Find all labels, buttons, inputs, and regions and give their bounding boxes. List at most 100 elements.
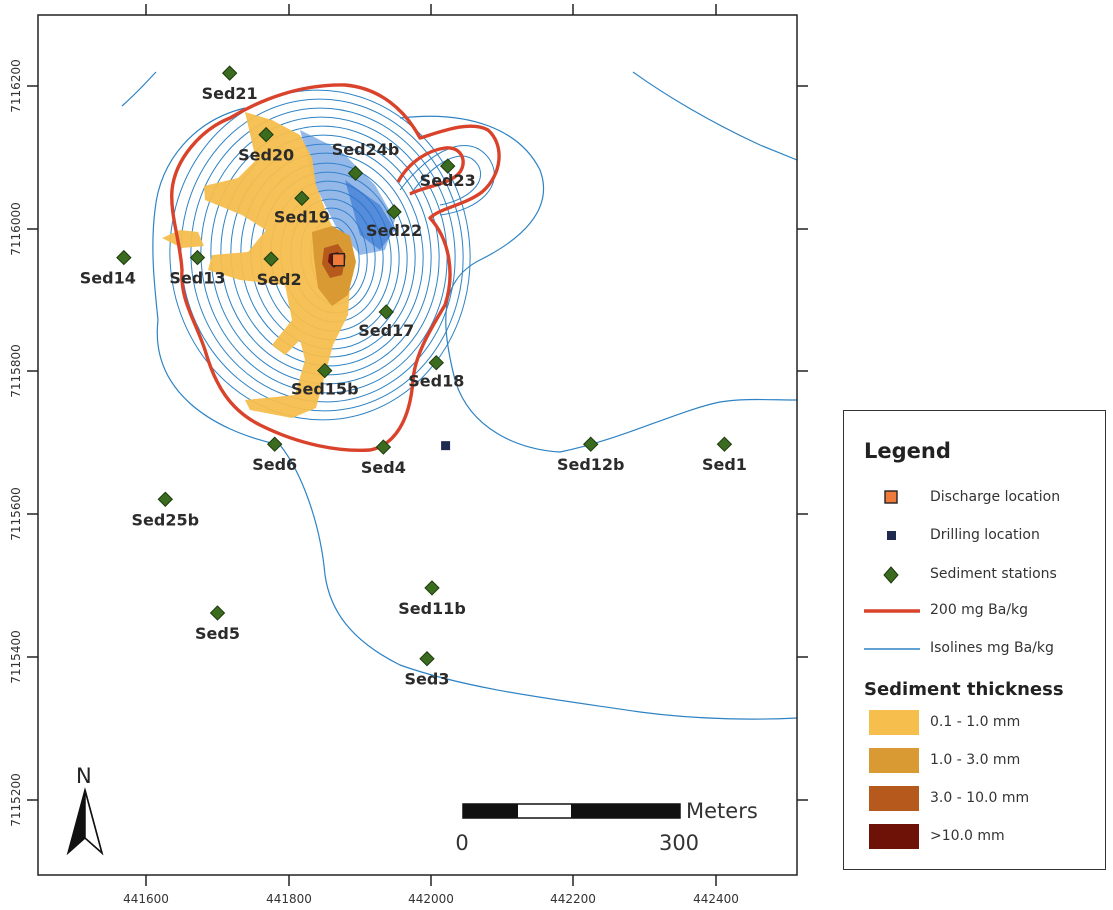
- station-marker-sed1: [716, 436, 733, 452]
- station-label-sed25b: Sed25b: [132, 510, 200, 529]
- thickness-swatch: [869, 710, 919, 735]
- legend-thickness-class: 1.0 - 3.0 mm: [864, 747, 1104, 775]
- thickness-swatch: [869, 748, 919, 773]
- station-label-sed11b: Sed11b: [398, 599, 466, 618]
- legend-item-stations: Sediment stations: [864, 561, 1104, 589]
- x-tick-label: 442400: [693, 892, 739, 906]
- scale-end-label: 300: [659, 831, 699, 855]
- station-label-sed5: Sed5: [195, 624, 240, 643]
- y-tick-label: 7116200: [9, 59, 23, 112]
- station-label-sed14: Sed14: [80, 269, 136, 288]
- station-marker-sed3: [419, 651, 435, 667]
- scale-unit-label: Meters: [686, 799, 758, 823]
- legend-item-label: Drilling location: [930, 527, 1040, 543]
- thickness-label: 3.0 - 10.0 mm: [930, 790, 1030, 806]
- station-label-sed17: Sed17: [358, 321, 414, 340]
- station-label-sed6: Sed6: [252, 455, 297, 474]
- y-tick-label: 7115400: [9, 630, 23, 683]
- isolines-outer: [121, 71, 797, 720]
- legend: Legend Discharge location Drilling locat…: [843, 410, 1106, 870]
- station-label-sed1: Sed1: [702, 455, 747, 474]
- station-label-sed24b: Sed24b: [332, 140, 400, 159]
- thickness-swatch: [869, 824, 919, 849]
- station-marker-sed25b: [157, 491, 174, 507]
- station-marker-sed17: [378, 304, 394, 320]
- y-tick-label: 7115200: [9, 773, 23, 826]
- station-label-sed3: Sed3: [405, 670, 450, 689]
- y-tick-labels: 7116200 7116000 7115800 7115600 7115400 …: [9, 59, 23, 826]
- station-label-sed22: Sed22: [366, 221, 422, 240]
- scale-bar-segment: [463, 804, 518, 818]
- station-marker-sed6: [266, 436, 283, 452]
- y-tick-label: 7115600: [9, 487, 23, 540]
- station-marker-sed20: [258, 126, 274, 143]
- station-marker-sed15b: [317, 362, 333, 379]
- thickness-label: >10.0 mm: [930, 828, 1005, 844]
- station-marker-sed2: [263, 251, 279, 267]
- station-marker-sed12b: [583, 436, 599, 452]
- axis-ticks: [27, 4, 808, 886]
- scale-bar-segment: [571, 804, 680, 818]
- station-marker-sed24b: [347, 165, 364, 181]
- map-frame: [38, 15, 797, 875]
- map-border: [37, 14, 798, 876]
- legend-item-label: Isolines mg Ba/kg: [930, 640, 1054, 656]
- station-label-sed2: Sed2: [257, 270, 302, 289]
- legend-item-discharge: Discharge location: [864, 484, 1104, 512]
- station-label-sed12b: Sed12b: [557, 455, 625, 474]
- station-label-sed18: Sed18: [408, 372, 464, 391]
- station-label-sed20: Sed20: [238, 146, 294, 165]
- y-tick-label: 7115800: [9, 344, 23, 397]
- green-diamond-icon: [883, 566, 899, 584]
- legend-title: Legend: [864, 439, 951, 463]
- x-tick-label: 442200: [550, 892, 596, 906]
- blue-line-icon: [864, 648, 920, 650]
- station-label-sed21: Sed21: [202, 84, 258, 103]
- legend-item-label: Sediment stations: [930, 566, 1057, 582]
- scale-start-label: 0: [455, 831, 468, 855]
- thickness-label: 1.0 - 3.0 mm: [930, 752, 1021, 768]
- legend-thickness-class: 0.1 - 1.0 mm: [864, 709, 1104, 737]
- x-tick-labels: 441600 441800 442000 442200 442400: [123, 892, 739, 906]
- station-label-sed4: Sed4: [361, 458, 406, 477]
- legend-item-isolines: Isolines mg Ba/kg: [864, 635, 1104, 663]
- sediment-thickness-title: Sediment thickness: [864, 679, 1064, 700]
- legend-item-drilling: Drilling location: [864, 522, 1104, 550]
- thickness-label: 0.1 - 1.0 mm: [930, 714, 1021, 730]
- drilling-location-marker: [441, 441, 451, 451]
- north-arrow-icon: [66, 787, 104, 856]
- station-label-sed23: Sed23: [420, 171, 476, 190]
- y-tick-label: 7116000: [9, 202, 23, 255]
- station-marker-sed5: [209, 605, 226, 621]
- north-label: N: [76, 764, 92, 788]
- orange-square-icon: [884, 490, 898, 504]
- legend-item-200-mg: 200 mg Ba/kg: [864, 597, 1104, 625]
- navy-square-icon: [887, 531, 896, 540]
- legend-thickness-class: >10.0 mm: [864, 823, 1104, 851]
- station-marker-sed4: [375, 439, 392, 455]
- station-marker-sed13: [189, 249, 206, 266]
- station-marker-sed19: [294, 190, 310, 206]
- legend-item-label: 200 mg Ba/kg: [930, 602, 1029, 618]
- station-label-sed19: Sed19: [274, 207, 330, 226]
- legend-item-label: Discharge location: [930, 489, 1061, 505]
- sediment-zone-0.1-1.0: [162, 112, 350, 418]
- red-line-icon: [864, 609, 920, 613]
- station-marker-sed22: [386, 204, 402, 220]
- station-label-sed13: Sed13: [169, 269, 225, 288]
- north-arrow: N: [66, 764, 104, 856]
- station-marker-sed18: [428, 354, 444, 371]
- station-marker-sed14: [116, 249, 132, 266]
- legend-thickness-class: 3.0 - 10.0 mm: [864, 785, 1104, 813]
- x-tick-label: 441600: [123, 892, 169, 906]
- isoline-dense-zone: [300, 130, 395, 255]
- station-marker-sed11b: [424, 580, 440, 596]
- thickness-swatch: [869, 786, 919, 811]
- station-label-sed15b: Sed15b: [291, 380, 359, 399]
- station-marker-sed23: [440, 158, 456, 174]
- discharge-location-marker: [331, 253, 346, 267]
- scale-bar: 0 300 Meters: [455, 799, 757, 855]
- x-tick-label: 441800: [266, 892, 312, 906]
